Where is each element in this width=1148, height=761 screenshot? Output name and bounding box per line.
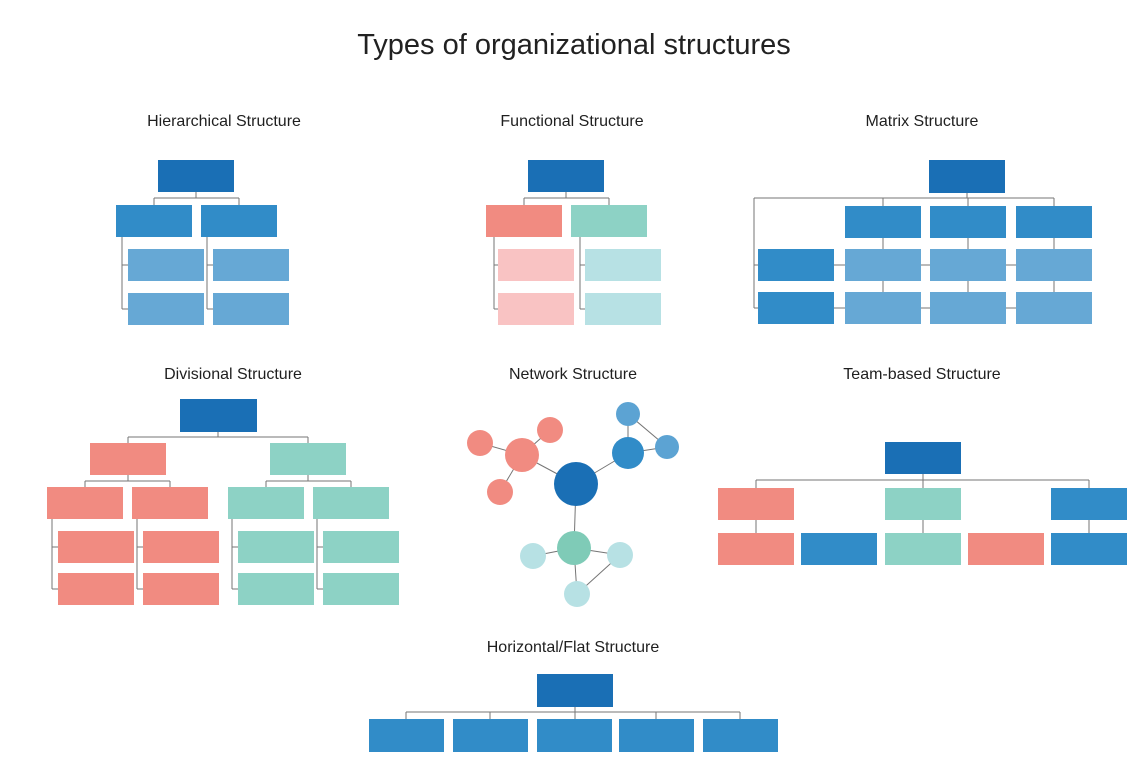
org-box-column-head	[930, 206, 1006, 238]
org-box-level4	[323, 531, 399, 563]
team-based-diagram	[718, 442, 1127, 565]
diagram-title-hierarchical: Hierarchical Structure	[147, 113, 301, 130]
diagram-title-team-based: Team-based Structure	[843, 366, 1001, 383]
org-box-top	[528, 160, 604, 192]
org-box-level2	[116, 205, 192, 237]
diagram-title-divisional: Divisional Structure	[164, 366, 302, 383]
connector-lines	[753, 193, 1055, 309]
diagram-title-horizontal-flat: Horizontal/Flat Structure	[486, 639, 660, 656]
functional-diagram	[486, 160, 661, 325]
network-node-satellite	[487, 479, 513, 505]
network-node-satellite	[520, 543, 546, 569]
org-box-bottom	[703, 719, 778, 752]
org-box-grid	[1016, 292, 1092, 324]
org-box-team-member	[885, 533, 961, 565]
diagram-title-functional: Functional Structure	[500, 113, 644, 130]
network-node-center	[554, 462, 598, 506]
org-box-team-member	[1051, 533, 1127, 565]
org-box-grid	[1016, 249, 1092, 281]
network-node-hub	[557, 531, 591, 565]
org-box-team-member	[968, 533, 1044, 565]
org-box-team-member	[801, 533, 877, 565]
connector-lines	[755, 474, 1090, 533]
org-box-top	[180, 399, 257, 432]
org-box-bottom	[369, 719, 444, 752]
org-box-level4	[238, 531, 314, 563]
org-box-row-leader	[758, 292, 834, 324]
network-node-hub	[612, 437, 644, 469]
org-box-level4	[143, 531, 219, 563]
network-node-satellite	[655, 435, 679, 459]
org-box-level3	[132, 487, 208, 519]
network-node-hub	[505, 438, 539, 472]
org-box-level3	[313, 487, 389, 519]
org-box-grid	[845, 292, 921, 324]
org-box-level4	[238, 573, 314, 605]
org-box-sub	[585, 249, 661, 281]
org-box-column-head	[1016, 206, 1092, 238]
org-box-sub	[585, 293, 661, 325]
org-box-column-head	[845, 206, 921, 238]
org-box-bottom	[453, 719, 528, 752]
org-box-level3	[213, 249, 289, 281]
org-box-top	[929, 160, 1005, 193]
hierarchical-diagram	[116, 160, 289, 325]
connector-lines	[479, 413, 668, 595]
org-box-grid	[845, 249, 921, 281]
matrix-diagram	[753, 160, 1092, 324]
org-box-top	[537, 674, 613, 707]
connector-lines	[493, 192, 610, 310]
org-box-level2	[201, 205, 277, 237]
org-box-department	[486, 205, 562, 237]
network-node-satellite	[537, 417, 563, 443]
org-box-bottom	[537, 719, 612, 752]
org-box-team-member	[718, 533, 794, 565]
network-node-satellite	[616, 402, 640, 426]
org-box-grid	[930, 292, 1006, 324]
org-box-level4	[323, 573, 399, 605]
org-box-level3	[128, 249, 204, 281]
divisional-diagram	[47, 399, 399, 605]
network-node-satellite	[467, 430, 493, 456]
org-box-level4	[58, 573, 134, 605]
org-box-sub	[498, 249, 574, 281]
org-box-grid	[930, 249, 1006, 281]
org-box-level4	[58, 531, 134, 563]
org-box-team-lead	[1051, 488, 1127, 520]
horizontal-flat-diagram	[369, 674, 778, 752]
org-box-division	[90, 443, 166, 475]
org-box-level4	[143, 573, 219, 605]
org-box-division	[270, 443, 346, 475]
network-diagram	[467, 402, 679, 607]
org-box-level3	[47, 487, 123, 519]
connector-lines	[51, 432, 352, 590]
org-box-team-lead	[718, 488, 794, 520]
org-box-level3	[213, 293, 289, 325]
org-box-team-lead	[885, 488, 961, 520]
diagram-title-network: Network Structure	[508, 366, 638, 383]
network-node-satellite	[607, 542, 633, 568]
diagram-title-matrix: Matrix Structure	[865, 113, 979, 130]
network-node-satellite	[564, 581, 590, 607]
org-box-bottom	[619, 719, 694, 752]
connector-lines	[405, 707, 741, 719]
org-box-row-leader	[758, 249, 834, 281]
org-box-department	[571, 205, 647, 237]
org-box-level3	[228, 487, 304, 519]
connector-lines	[121, 192, 240, 310]
org-box-level3	[128, 293, 204, 325]
page-title: Types of organizational structures	[357, 29, 791, 61]
org-box-top	[158, 160, 234, 192]
org-box-top	[885, 442, 961, 474]
org-box-sub	[498, 293, 574, 325]
